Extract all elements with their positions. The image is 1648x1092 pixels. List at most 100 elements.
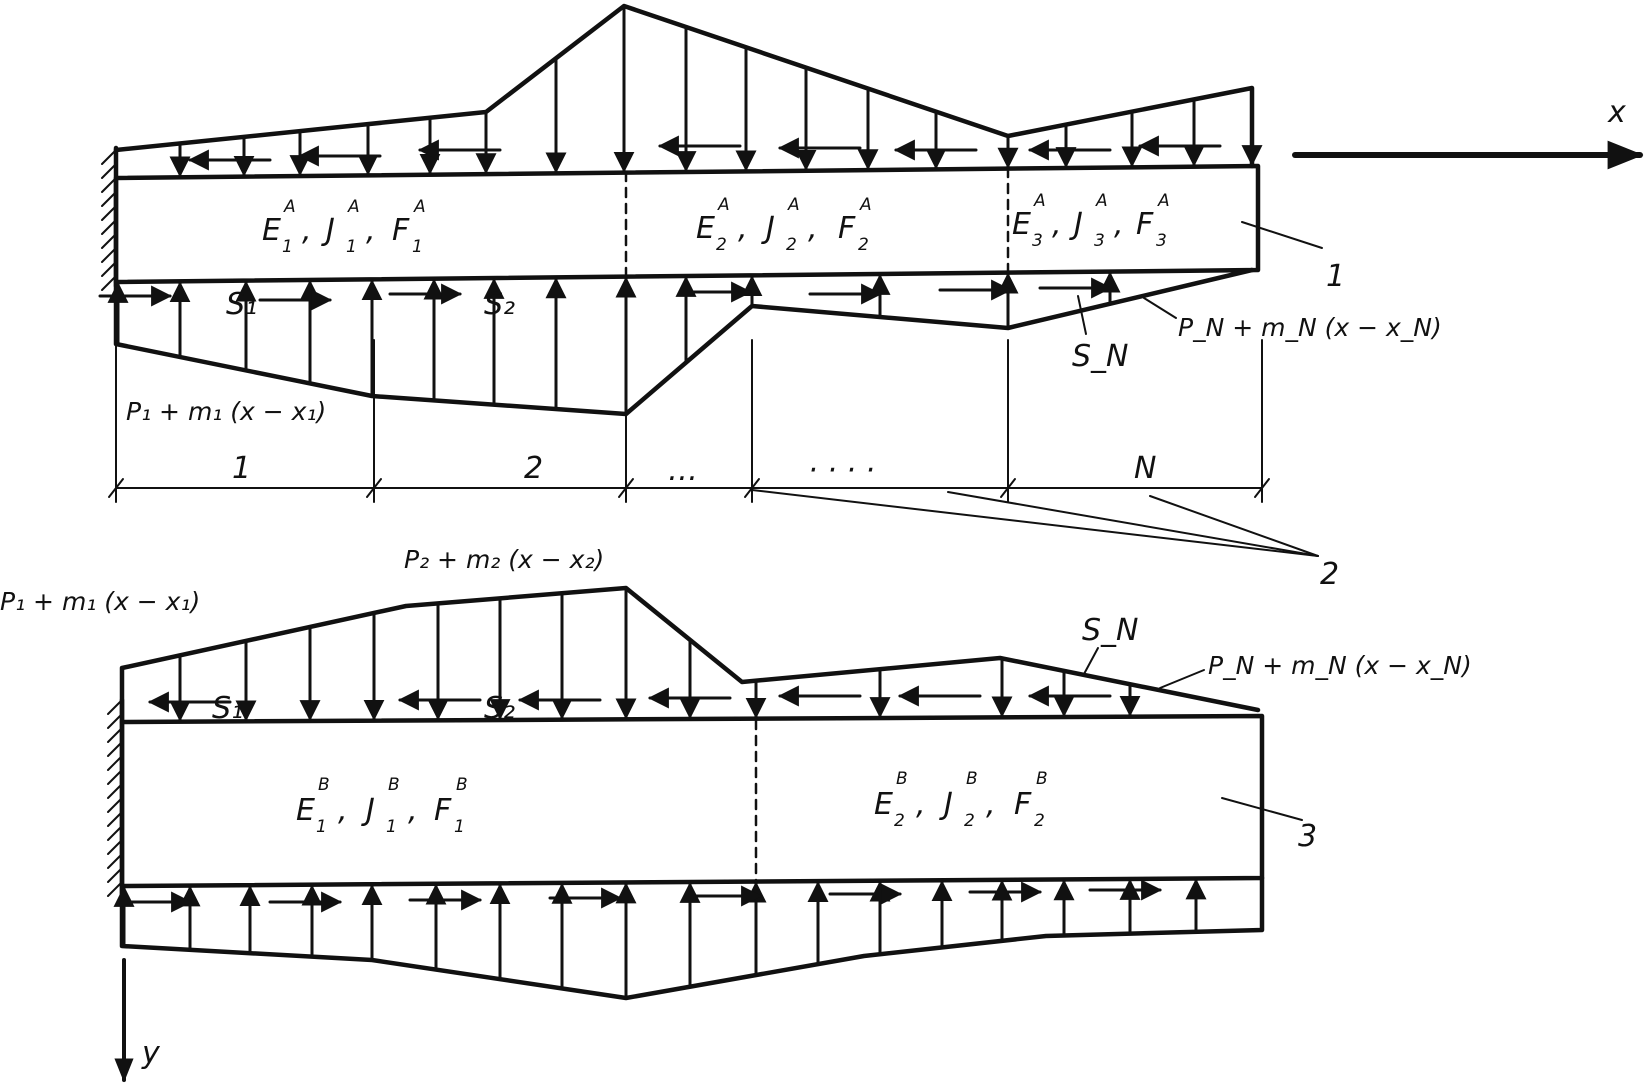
hatch-line [107,797,123,813]
svg-text:F: F [434,793,452,828]
svg-text:J: J [321,213,335,248]
svg-text:,: , [986,787,996,822]
svg-text:J: J [361,793,375,828]
svg-text:B: B [388,775,400,795]
svg-text:F: F [1014,787,1032,822]
svg-text:J: J [1069,207,1083,242]
callout-1: 1 [1326,259,1345,294]
svg-text:A: A [283,197,296,217]
svg-text:,: , [366,213,376,248]
svg-text:E: E [696,211,715,246]
lower-shear-label-n: S_N [1082,613,1138,648]
hatch-line [101,149,117,165]
svg-text:B: B [318,775,330,795]
lower-load-label-left: P₁ + m₁ (x − x₁) [0,587,200,616]
lower-shear-label-2: S₂ [484,691,515,726]
svg-text:,: , [1114,207,1124,242]
svg-text:E: E [296,793,315,828]
upper-shear-label-n: S_N [1072,339,1128,374]
dimension-line: 1 2 … · · · · N 2 [108,339,1339,592]
svg-text:,: , [808,211,818,246]
upper-load-label-bottom: P₁ + m₁ (x − x₁) [126,397,326,426]
svg-text:A: A [787,195,800,215]
hatch-line [101,247,117,263]
callout-1-leader [1241,221,1323,249]
lower-load-label-right: P_N + m_N (x − x_N) [1208,651,1472,680]
svg-text:3: 3 [1156,231,1167,251]
hatch-line [107,755,123,771]
svg-text:1: 1 [412,237,423,257]
svg-text:,: , [302,213,312,248]
svg-text:A: A [1095,191,1108,211]
svg-text:,: , [408,793,418,828]
lower-beam-body [119,713,1265,889]
upper-shear-label-2: S₂ [484,287,515,322]
y-axis: y [114,958,161,1083]
x-axis-label: x [1607,95,1626,130]
svg-text:1: 1 [454,817,465,837]
upper-shear-arrows [98,135,1222,311]
upper-segment-2-properties: E A 2 , J A 2 , F A 2 [696,195,872,255]
svg-text:1: 1 [316,817,327,837]
hatch-line [101,261,117,277]
svg-text:2: 2 [1034,811,1045,831]
svg-text:,: , [916,787,926,822]
hatch-line [107,727,123,743]
svg-text:E: E [874,787,893,822]
hatch-line [107,811,123,827]
upper-segment-3-properties: E A 3 , J A 3 , F A 3 [1012,191,1170,251]
lower-shear-arrows [118,685,1163,913]
y-axis-label: y [141,1036,161,1071]
svg-text:E: E [262,213,281,248]
svg-text:J: J [939,787,953,822]
dimension-label-1: 1 [232,451,251,486]
hatch-line [107,853,123,869]
upper-shear-label-1: S₁ [226,287,257,322]
svg-text:F: F [838,211,856,246]
svg-text:1: 1 [386,817,397,837]
svg-text:J: J [761,211,775,246]
upper-load-label-right: P_N + m_N (x − x_N) [1178,313,1442,342]
upper-bottom-load-arrows [107,271,1121,416]
lower-beam: E B 1 , J B 1 , F B 1 E B 2 , J B 2 , F … [0,545,1472,1001]
hatch-line [107,825,123,841]
hatch-line [101,219,117,235]
svg-text:F: F [392,213,410,248]
x-axis: x [1292,95,1644,170]
hatch-line [101,233,117,249]
dimension-label-4: · · · · [808,453,875,488]
upper-top-load-envelope [113,3,1255,169]
svg-text:B: B [456,775,468,795]
svg-text:,: , [738,211,748,246]
svg-text:1: 1 [346,237,357,257]
svg-text:F: F [1136,207,1154,242]
upper-beam-body [113,163,1261,285]
hatch-line [107,769,123,785]
lower-segment-1-properties: E B 1 , J B 1 , F B 1 [296,775,468,837]
hatch-line [107,867,123,883]
hatch-line [101,191,117,207]
hatch-line [107,713,123,729]
svg-text:1: 1 [282,237,293,257]
hatch-line [101,205,117,221]
svg-text:B: B [1036,769,1048,789]
svg-text:E: E [1012,207,1031,242]
svg-text:A: A [347,197,360,217]
hatch-line [107,839,123,855]
svg-text:A: A [1157,191,1170,211]
hatch-line [101,163,117,179]
upper-beam: E A 1 , J A 1 , F A 1 E A 2 , J A 2 , F … [98,3,1442,426]
svg-text:2: 2 [964,811,975,831]
svg-text:2: 2 [858,235,869,255]
svg-text:2: 2 [716,235,727,255]
hatch-line [107,783,123,799]
svg-text:,: , [1052,207,1062,242]
hatch-line [107,741,123,757]
dimension-label-2: 2 [524,451,543,486]
lower-bottom-load-arrows [113,878,1207,1000]
svg-text:A: A [859,195,872,215]
upper-segment-1-properties: E A 1 , J A 1 , F A 1 [262,197,426,257]
svg-text:2: 2 [786,235,797,255]
